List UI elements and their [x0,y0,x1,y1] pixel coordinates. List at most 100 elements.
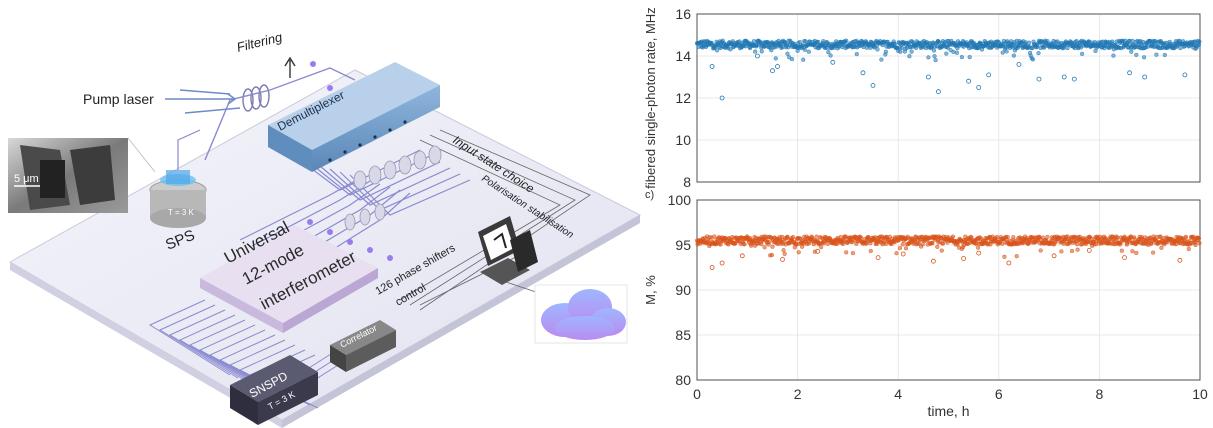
pump-beam-arrows [165,89,241,114]
data-point [762,245,767,250]
outlier-point [709,64,715,69]
data-point [930,241,935,246]
data-point [844,250,849,255]
outlier-point [976,85,982,90]
outlier-point [1177,257,1183,263]
outlier-point [1036,76,1042,82]
x-tick-label: 6 [995,386,1003,402]
panel-label: c) [645,189,654,201]
outlier-point [1182,72,1188,78]
data-point [879,57,884,62]
x-tick-label: 4 [894,386,902,402]
x-tick-label: 8 [1096,386,1104,402]
phase-shifter-array [344,145,442,231]
data-point [939,248,944,253]
data-point [951,49,956,54]
data-point [944,51,949,56]
computer-icon [478,216,538,285]
outlier-point [966,78,971,84]
data-point [1075,247,1080,252]
outlier-point [875,255,881,261]
y-tick-label: 14 [675,48,691,64]
data-point [1004,49,1009,54]
data-point [1065,45,1070,51]
data-point [803,39,808,44]
data-point [897,246,902,251]
data-point [864,241,869,246]
data-point [1183,234,1189,239]
data-point [789,56,795,62]
outlier-point [770,68,775,74]
cloud-icon [534,284,628,344]
outlier-point [780,256,785,262]
data-point [926,55,931,60]
data-point [1186,246,1191,252]
outlier-point [719,260,725,266]
setup-diagram: Filtering Pump laser Demultiplexer [8,29,642,428]
data-point [1079,51,1085,56]
data-point [1036,50,1041,56]
x-tick-label: 0 [693,386,701,402]
outlier-point [961,256,966,261]
data-point [1014,254,1019,259]
outlier-point [1142,74,1148,80]
data-point [797,39,802,45]
outlier-point [1051,253,1057,259]
data-point [773,56,778,61]
data-point [785,234,790,239]
data-point [1005,235,1010,240]
data-point [814,234,819,239]
data-point [770,244,775,249]
data-point [954,50,959,55]
sps-source: T = 3 K [149,129,207,228]
data-point [1130,249,1135,254]
outlier-point [1127,70,1132,76]
y-axis-label: fibered single-photon rate, MHz [643,7,658,188]
data-point [883,49,888,54]
inset-pointer [127,137,156,173]
data-point [850,251,855,256]
y-axis-label: M, % [643,275,658,305]
outlier-point [1061,74,1067,80]
data-point [898,49,903,54]
outlier-point [1016,62,1022,67]
data-point [1197,241,1202,246]
data-point [900,242,905,247]
data-point [742,242,747,247]
y-tick-label: 100 [668,192,692,208]
data-point [766,239,772,245]
data-point [801,57,806,62]
data-point [781,248,786,253]
sem-image: 5 μm [8,138,128,213]
data-point [868,248,873,254]
data-point [1193,242,1198,248]
data-point [782,251,787,256]
data-point [1074,242,1080,247]
y-tick-label: 95 [675,237,691,253]
outlier-point [860,70,866,76]
data-point [1158,234,1163,239]
data-point [1196,236,1201,241]
data-point [759,49,764,54]
data-point [899,45,905,50]
series-1 [694,234,1202,270]
data-point [967,54,972,60]
outlier-point [739,253,745,259]
data-point [752,49,758,54]
outlier-point [1122,255,1127,261]
y-tick-label: 12 [675,90,691,106]
data-point [806,49,811,54]
data-point [826,49,831,55]
data-point [821,39,826,44]
outlier-point [775,64,780,69]
data-point [907,54,912,59]
data-point [790,235,796,240]
filtering-label: Filtering [235,29,284,55]
data-point [802,47,807,52]
plot-frame [696,13,1201,183]
data-point [932,54,937,59]
data-point [1154,52,1159,57]
